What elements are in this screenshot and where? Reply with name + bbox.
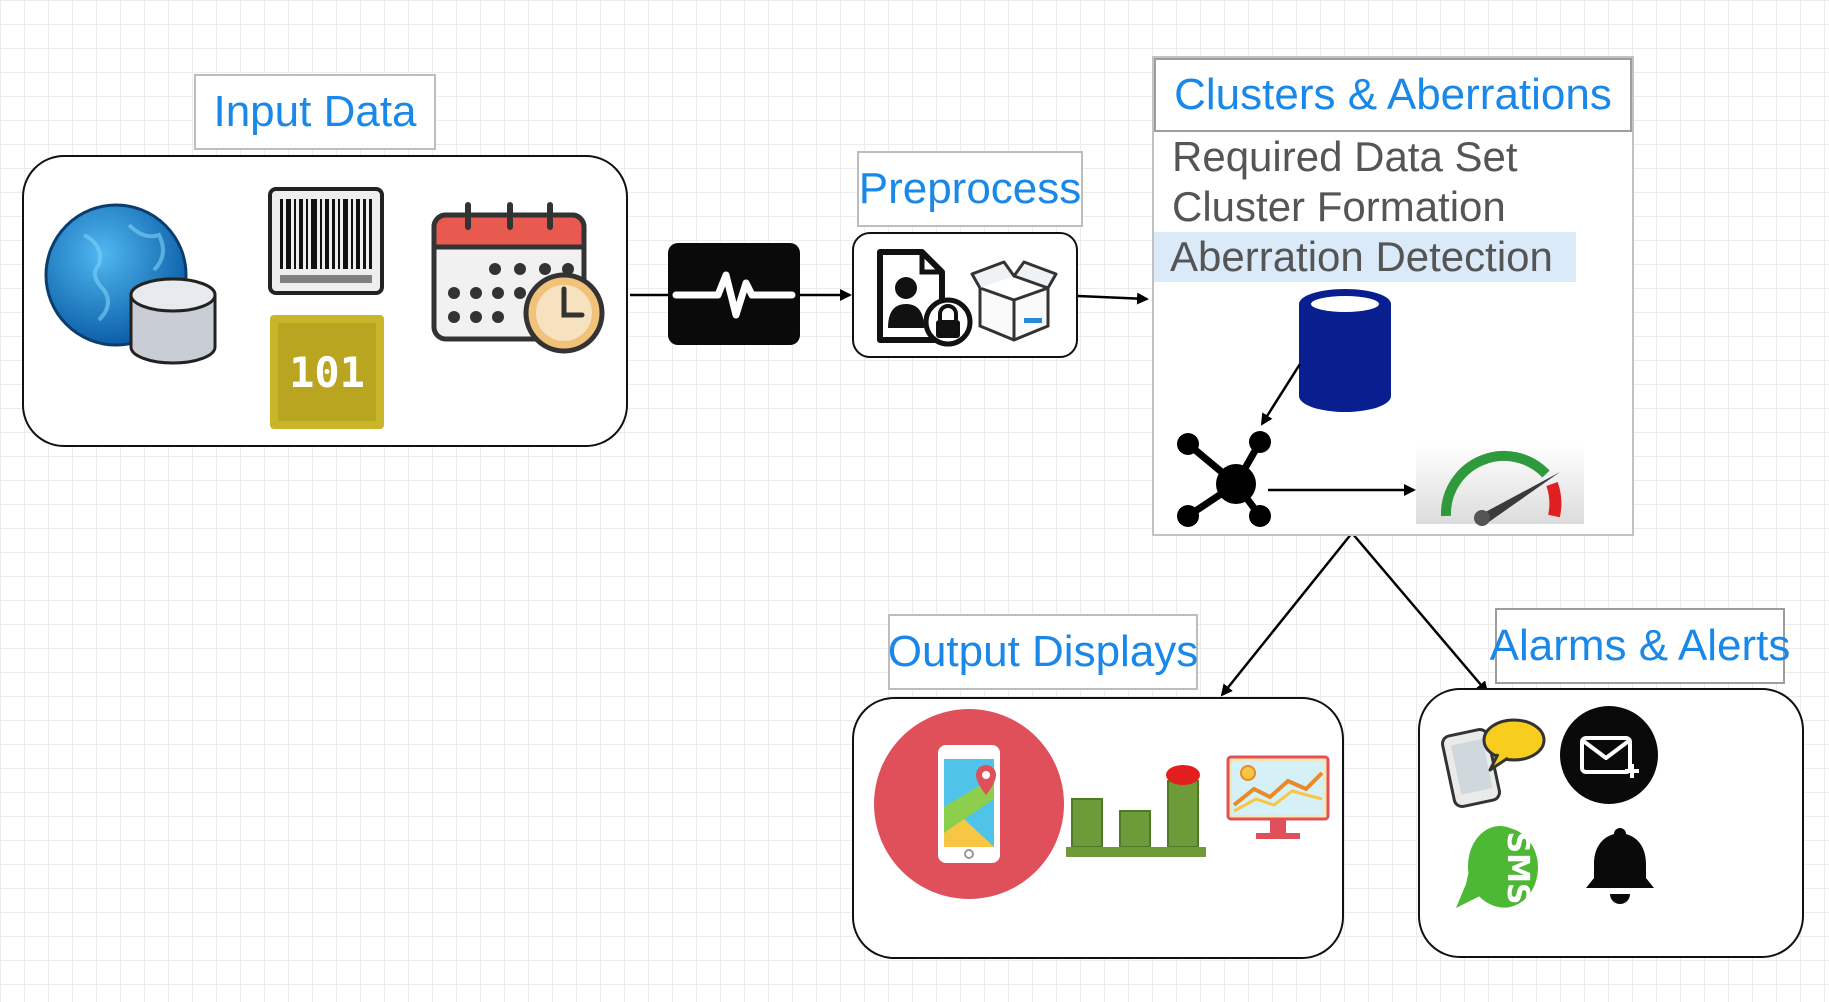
highlighted-item-background xyxy=(1154,232,1576,282)
arrow-clusters-to-output xyxy=(1220,532,1353,697)
pulse-icon xyxy=(668,243,800,345)
list-item-required-data-set: Required Data Set xyxy=(1172,133,1518,180)
monitor-chart-icon xyxy=(1226,755,1330,839)
alarms-group: SMS xyxy=(1418,688,1804,958)
globe-database-icon xyxy=(44,203,217,365)
input-data-label: Input Data xyxy=(194,74,436,150)
binary-chip-text: 101 xyxy=(289,348,365,397)
preprocess-label: Preprocess xyxy=(857,151,1083,227)
clusters-title: Clusters & Aberrations xyxy=(1154,58,1632,132)
input-data-group: 101 xyxy=(22,155,628,447)
open-box-icon xyxy=(970,260,1058,342)
preprocess-group xyxy=(852,232,1078,358)
network-hub-icon xyxy=(1177,431,1271,527)
sms-text: SMS xyxy=(1500,831,1535,904)
arrow-database-to-network xyxy=(1260,363,1302,426)
gauge-icon xyxy=(1416,444,1584,526)
alarms-label: Alarms & Alerts xyxy=(1490,608,1790,684)
database-icon xyxy=(1299,289,1391,412)
arrow-clusters-to-alarms xyxy=(1351,532,1489,694)
arrow-preprocess-to-clusters xyxy=(1077,292,1149,305)
phone-map-icon xyxy=(874,709,1064,899)
bar-chart-icon xyxy=(1066,765,1206,857)
clusters-list: Required Data Set Cluster Formation Aber… xyxy=(1154,133,1632,286)
phone-chat-icon xyxy=(1441,718,1546,809)
output-displays-group xyxy=(852,697,1344,959)
calendar-clock-icon xyxy=(431,202,605,354)
list-item-aberration-detection: Aberration Detection xyxy=(1170,233,1553,280)
list-item-cluster-formation: Cluster Formation xyxy=(1172,183,1506,230)
email-icon xyxy=(1560,706,1658,804)
output-displays-label: Output Displays xyxy=(888,614,1198,690)
bell-icon xyxy=(1586,828,1654,904)
barcode-icon xyxy=(268,187,384,295)
secure-document-icon xyxy=(877,249,973,347)
arrow-network-to-gauge xyxy=(1268,484,1416,496)
binary-chip-icon: 101 xyxy=(270,315,384,429)
sms-icon: SMS xyxy=(1456,826,1538,908)
